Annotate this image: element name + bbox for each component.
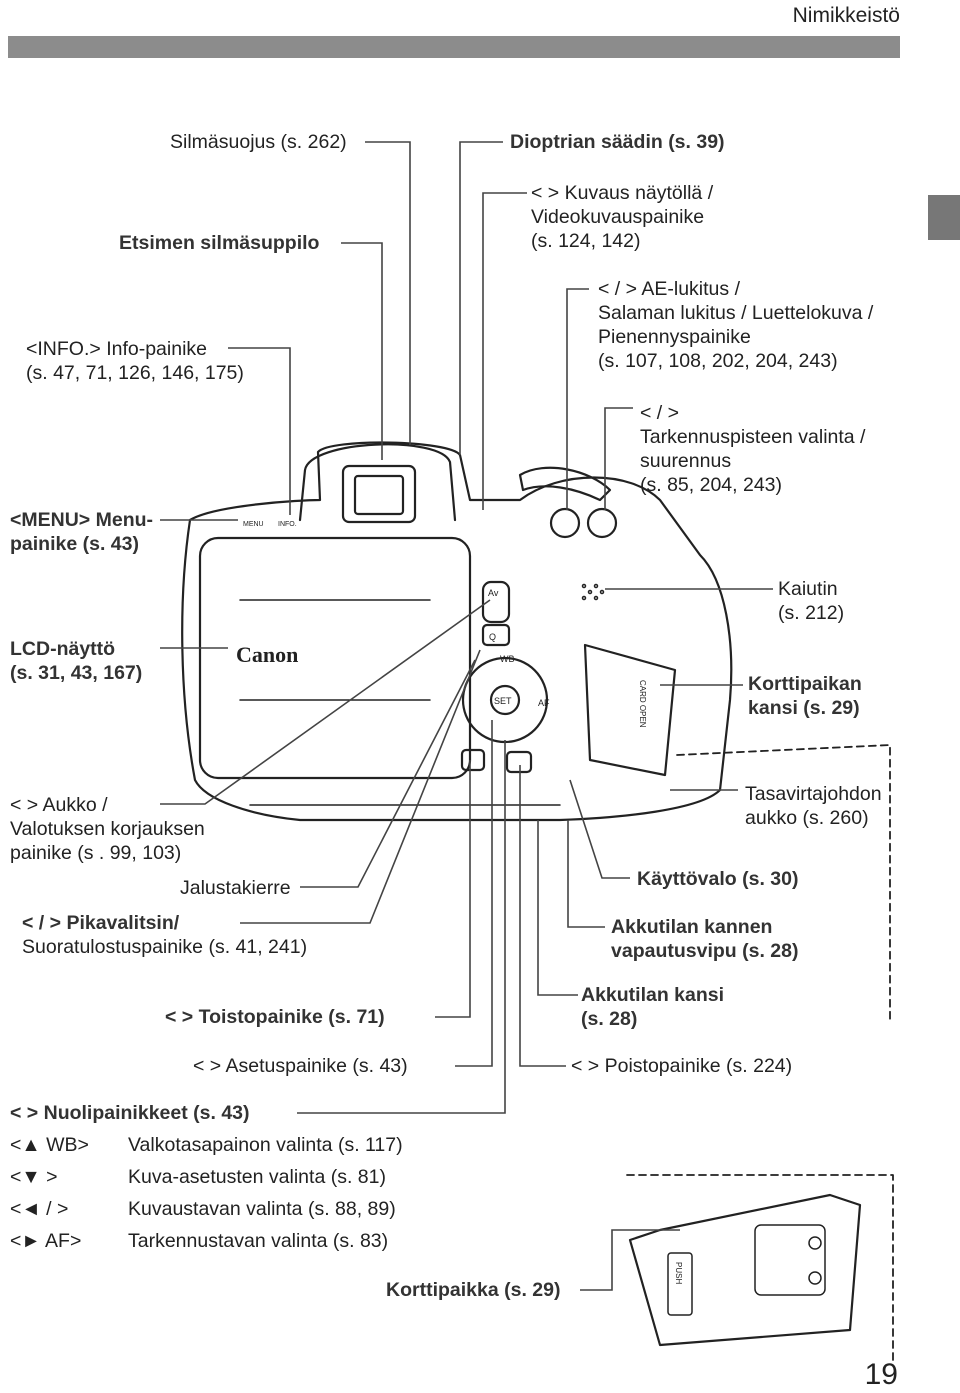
svg-text:WB: WB [500,654,515,664]
svg-text:Av: Av [488,588,499,598]
ae-lock-button [549,507,581,539]
af-point-button [586,507,618,539]
label-kuvaus: < > Kuvaus näytöllä /Videokuvauspainike(… [531,182,714,252]
label-nuoli-af: <► AF>Tarkennustavan valinta (s. 83) [10,1230,389,1252]
page-number: 19 [864,1358,898,1391]
svg-text:PUSH: PUSH [674,1262,683,1284]
label-info: <INFO.> Info-painike(s. 47, 71, 126, 146… [26,338,244,384]
label-silmasuojus: Silmäsuojus (s. 262) [170,131,347,153]
main-dial [518,466,612,502]
dc-coupler-area [676,744,891,1021]
label-tarkennus: < / >Tarkennuspisteen valinta /suurennus… [640,402,866,496]
label-nuoli-wb: <▲ WB>Valkotasapainon valinta (s. 117) [10,1134,403,1156]
label-lcd: LCD-näyttö(s. 31, 43, 167) [10,638,143,684]
label-kayttovalo: Käyttövalo (s. 30) [637,868,799,890]
svg-text:SET: SET [494,696,512,706]
header-bar [8,36,900,58]
label-jalustakierre: Jalustakierre [180,877,291,899]
label-akkukansi: Akkutilan kansi(s. 28) [581,984,725,1030]
viewfinder [341,464,417,524]
label-nuolipainikkeet: < > Nuolipainikkeet (s. 43) [10,1102,250,1124]
lcd-screen [198,536,472,780]
label-menu: <MENU> Menu-painike (s. 43) [10,509,154,555]
delete-button [505,750,533,774]
svg-text:AF: AF [538,698,550,708]
brand-logo: Canon [236,642,298,667]
card-slot-inset [626,1174,894,1366]
card-slot-cover [583,643,677,777]
set-button [489,684,521,716]
label-poisto: < > Poistopainike (s. 224) [571,1055,793,1077]
svg-text:Q: Q [489,632,496,642]
label-kaiutin: Kaiutin(s. 212) [778,578,845,624]
svg-text:INFO.: INFO. [278,521,297,528]
label-pikavalitsin: < / > Pikavalitsin/Suoratulostuspainike … [22,912,308,958]
camera-body [181,441,733,822]
label-toisto: < > Toistopainike (s. 71) [165,1006,385,1028]
label-nuoli-kuvaustapa: <◄ / >Kuvaustavan valinta (s. 88, 89) [10,1198,396,1220]
label-nuoli-kuva: <▼ >Kuva-asetusten valinta (s. 81) [10,1166,386,1188]
av-button [481,580,511,624]
svg-text:MENU: MENU [243,521,264,528]
label-ae-lukitus: < / > AE-lukitus /Salaman lukitus / Luet… [598,278,874,372]
eyecup [298,443,457,522]
thumb-tab [928,195,960,240]
label-dioptria: Dioptrian säädin (s. 39) [510,131,725,153]
q-button [481,623,511,647]
svg-text:CARD OPEN: CARD OPEN [638,680,647,728]
label-korttipaikka: Korttipaikka (s. 29) [386,1279,561,1301]
label-etsin: Etsimen silmäsuppilo [119,232,320,254]
label-asetus: < > Asetuspainike (s. 43) [193,1055,408,1077]
section-header: Nimikkeistö [792,4,900,27]
play-button [460,748,486,772]
